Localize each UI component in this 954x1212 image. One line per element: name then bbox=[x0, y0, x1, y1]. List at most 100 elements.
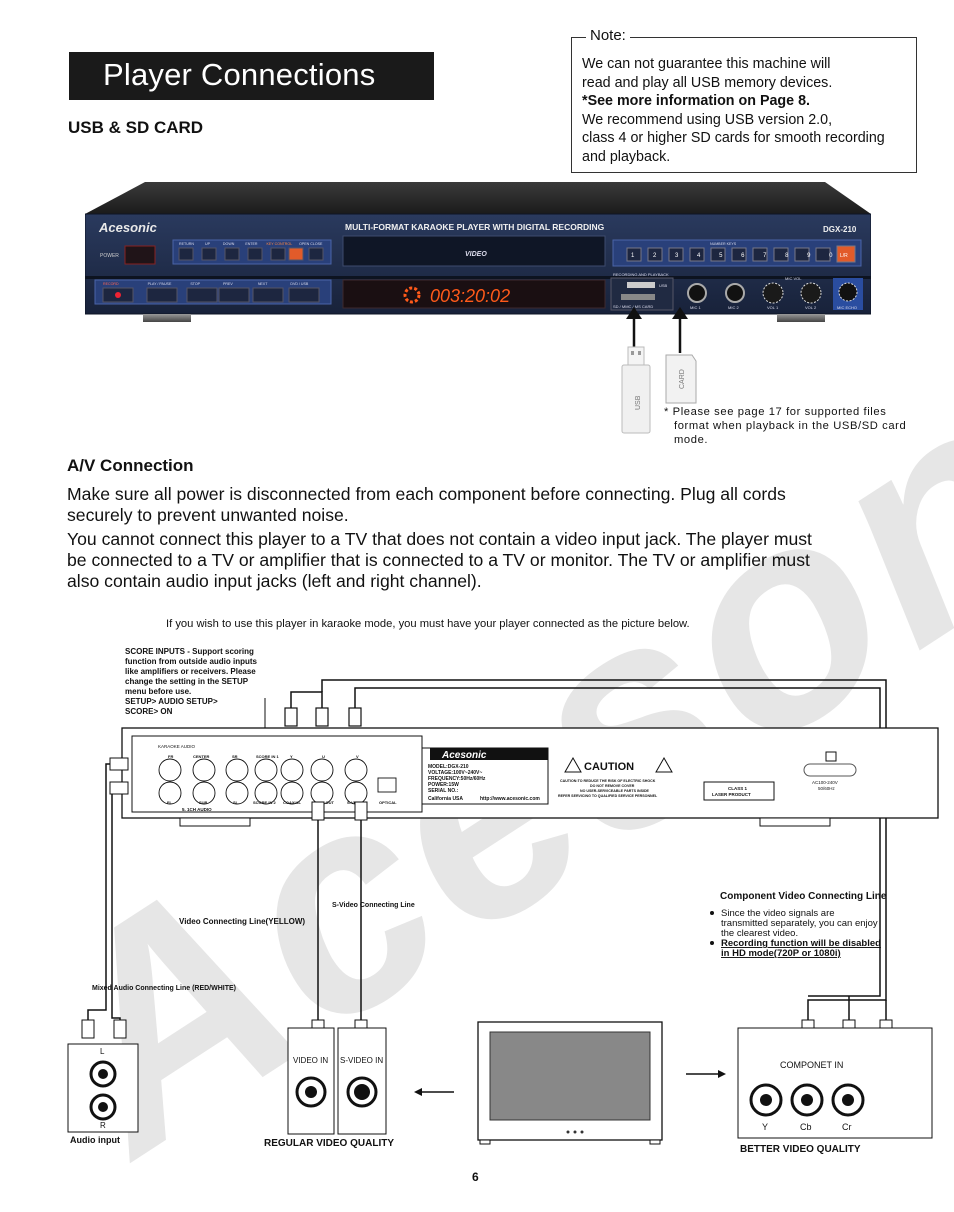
better-quality-caption: BETTER VIDEO QUALITY bbox=[740, 1144, 861, 1155]
caution-line: DO NOT REMOVE COVER bbox=[590, 784, 635, 788]
vol-1-label: VOL 1 bbox=[767, 305, 779, 310]
sd-card-text: CARD bbox=[679, 369, 686, 389]
audio-r-label: R bbox=[100, 1121, 106, 1130]
audio-plug-red bbox=[109, 781, 129, 795]
jack-center[interactable] bbox=[192, 758, 216, 782]
usb-port[interactable] bbox=[627, 282, 655, 288]
jack-label: U bbox=[322, 754, 325, 759]
jack-score-in-1[interactable] bbox=[254, 758, 278, 782]
paragraph-line: securely to prevent unwanted noise. bbox=[67, 505, 349, 525]
jack-v[interactable] bbox=[344, 758, 368, 782]
lr-key[interactable] bbox=[836, 245, 856, 263]
note-line: read and play all USB memory devices. bbox=[582, 74, 833, 91]
return-button[interactable] bbox=[178, 247, 194, 261]
score-line: menu before use. bbox=[125, 687, 191, 696]
btn-label-dvdusb: DVD / USB bbox=[290, 282, 309, 286]
jack-optical[interactable] bbox=[377, 777, 397, 793]
top-button-row bbox=[178, 247, 324, 261]
note-line: class 4 or higher SD cards for smooth re… bbox=[582, 130, 885, 146]
note-text: We can not guarantee this machine will r… bbox=[582, 55, 912, 166]
stop-button[interactable] bbox=[186, 287, 218, 303]
down-button[interactable] bbox=[224, 247, 240, 261]
spec-brand-bar bbox=[430, 748, 548, 760]
player-model: DGX-210 bbox=[823, 225, 857, 234]
jack-label: CENTER bbox=[193, 754, 210, 759]
bullet-dot bbox=[710, 911, 714, 915]
regular-quality-caption: REGULAR VIDEO QUALITY bbox=[264, 1138, 394, 1149]
number-key-6[interactable] bbox=[731, 247, 747, 262]
key-plus-button[interactable] bbox=[288, 247, 304, 261]
mic-echo-knob[interactable] bbox=[838, 282, 858, 302]
number-key-0[interactable] bbox=[815, 247, 831, 262]
play-pause-button[interactable] bbox=[146, 287, 178, 303]
bullet-line-bold: Recording function will be disabled bbox=[721, 938, 881, 949]
sd-arrow-icon bbox=[672, 307, 688, 353]
key-minus-button[interactable] bbox=[270, 247, 286, 261]
jack-sl[interactable] bbox=[225, 781, 249, 805]
spec-line: VOLTAGE:100V~240V~ bbox=[428, 770, 482, 776]
number-key-2[interactable] bbox=[647, 247, 663, 262]
jack-label: V bbox=[356, 754, 359, 759]
number-key-4[interactable] bbox=[689, 247, 705, 262]
enter-button[interactable] bbox=[247, 247, 263, 261]
mic-2-jack[interactable] bbox=[725, 283, 745, 303]
av-connection-diagram: SCORE INPUTS - Support scoring function … bbox=[67, 647, 939, 1155]
mic-1-jack[interactable] bbox=[687, 283, 707, 303]
up-button[interactable] bbox=[201, 247, 217, 261]
vol-2-label: VOL 2 bbox=[805, 305, 817, 310]
caution-label: CAUTION CAUTION:TO REDUCE THE RISK OF EL… bbox=[558, 756, 673, 798]
sd-card-icon: CARD bbox=[665, 354, 697, 404]
btn-label-up: UP bbox=[205, 242, 211, 246]
number-key-7[interactable] bbox=[752, 247, 768, 262]
spec-lines: MODEL:DGX-210 VOLTAGE:100V~240V~ FREQUEN… bbox=[428, 764, 540, 802]
jack-fr[interactable] bbox=[158, 758, 182, 782]
number-key-8[interactable] bbox=[773, 247, 789, 262]
vfd-display bbox=[342, 279, 606, 309]
component-cr-label: Cr bbox=[842, 1122, 852, 1132]
jack-score-in-2[interactable] bbox=[254, 781, 278, 805]
sd-slot[interactable] bbox=[621, 294, 655, 300]
player-front-title: MULTI-FORMAT KARAOKE PLAYER WITH DIGITAL… bbox=[345, 222, 605, 232]
nk-6: 6 bbox=[741, 253, 745, 259]
vol-1-knob[interactable] bbox=[762, 282, 784, 304]
jack-label: SUB bbox=[199, 800, 208, 805]
jack-coaxial[interactable] bbox=[280, 781, 304, 805]
jack-label: FL bbox=[167, 800, 172, 805]
caution-line: NO USER-SERVICEABLE PARTS INSIDE bbox=[580, 789, 650, 793]
nk-3: 3 bbox=[675, 253, 679, 259]
number-key-1[interactable] bbox=[626, 247, 642, 262]
nk-8: 8 bbox=[785, 253, 789, 259]
next-button[interactable] bbox=[252, 287, 284, 303]
score-line: function from outside audio inputs bbox=[125, 657, 258, 666]
number-key-3[interactable] bbox=[668, 247, 684, 262]
btn-label-prev: PREV bbox=[223, 282, 233, 286]
svideo-in-label: S-VIDEO IN bbox=[340, 1056, 383, 1065]
dvd-usb-button[interactable] bbox=[288, 287, 320, 303]
usb-port-label: USB bbox=[659, 283, 668, 288]
component-bullets: Since the video signals are transmitted … bbox=[710, 908, 881, 959]
player-top-surface bbox=[85, 182, 871, 214]
paragraph-line: Make sure all power is disconnected from… bbox=[67, 484, 786, 504]
audio-input-device: L R Audio input bbox=[67, 1019, 139, 1145]
laser-line-1: CLASS 1 bbox=[728, 786, 748, 791]
bullet-line: transmitted separately, you can enjoy bbox=[721, 918, 878, 929]
nk-7: 7 bbox=[763, 253, 767, 259]
rear-jacks bbox=[158, 758, 397, 805]
audio-plug-white bbox=[109, 757, 129, 771]
open-close-button[interactable] bbox=[308, 247, 324, 261]
jack-sub[interactable] bbox=[192, 781, 216, 805]
rear-foot bbox=[759, 817, 831, 827]
jack-u[interactable] bbox=[310, 758, 334, 782]
number-key-5[interactable] bbox=[710, 247, 726, 262]
vol-2-knob[interactable] bbox=[800, 282, 822, 304]
prev-button[interactable] bbox=[218, 287, 250, 303]
television-icon bbox=[477, 1021, 663, 1145]
jack-y[interactable] bbox=[280, 758, 304, 782]
nk-9: 9 bbox=[807, 253, 811, 259]
jack-sr[interactable] bbox=[225, 758, 249, 782]
player-brand: Acesonic bbox=[98, 220, 158, 235]
score-line: SETUP> AUDIO SETUP> bbox=[125, 697, 218, 706]
number-key-9[interactable] bbox=[794, 247, 810, 262]
power-button[interactable] bbox=[124, 245, 156, 265]
jack-fl[interactable] bbox=[158, 781, 182, 805]
